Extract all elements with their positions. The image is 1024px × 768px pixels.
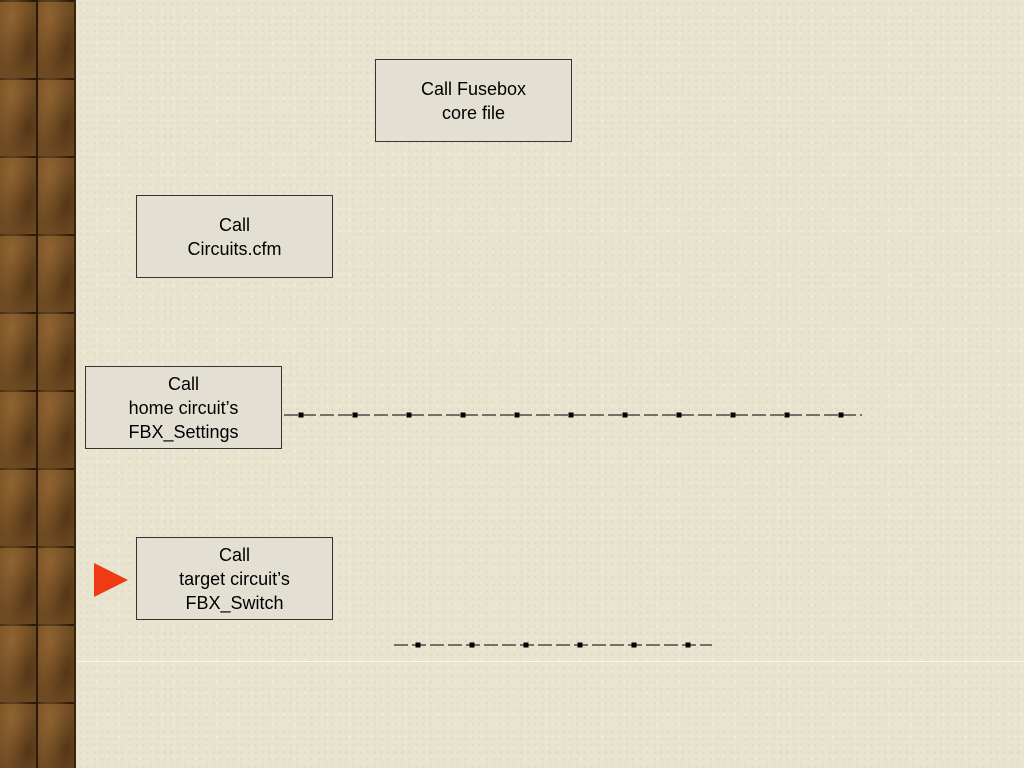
switch-connector-dot [523, 642, 529, 648]
settings-connector-dot [568, 412, 574, 418]
settings-connector-dot [622, 412, 628, 418]
switch-connector-dot [469, 642, 475, 648]
settings-connector-dot [406, 412, 412, 418]
settings-connector-dot [460, 412, 466, 418]
current-step-pointer-icon [94, 563, 128, 597]
settings-connector-dot [838, 412, 844, 418]
step-call-circuits: Call Circuits.cfm [136, 195, 333, 278]
footer-divider [78, 661, 1024, 662]
settings-connector-dot [298, 412, 304, 418]
settings-connector-dot [730, 412, 736, 418]
settings-connector-dot [676, 412, 682, 418]
settings-connector-dot [514, 412, 520, 418]
settings-connector-dot [352, 412, 358, 418]
step-call-fusebox-core: Call Fusebox core file [375, 59, 572, 142]
settings-connector-dot [784, 412, 790, 418]
settings-dash-dot-connector [284, 412, 862, 418]
step-call-fbx-switch: Call target circuit’s FBX_Switch [136, 537, 333, 620]
step-call-fbx-settings: Call home circuit’s FBX_Settings [85, 366, 282, 449]
wood-sidebar [0, 0, 76, 768]
switch-connector-dot [631, 642, 637, 648]
switch-dash-dot-connector [394, 642, 712, 648]
switch-connector-dot [415, 642, 421, 648]
switch-connector-dot [577, 642, 583, 648]
switch-connector-dot [685, 642, 691, 648]
